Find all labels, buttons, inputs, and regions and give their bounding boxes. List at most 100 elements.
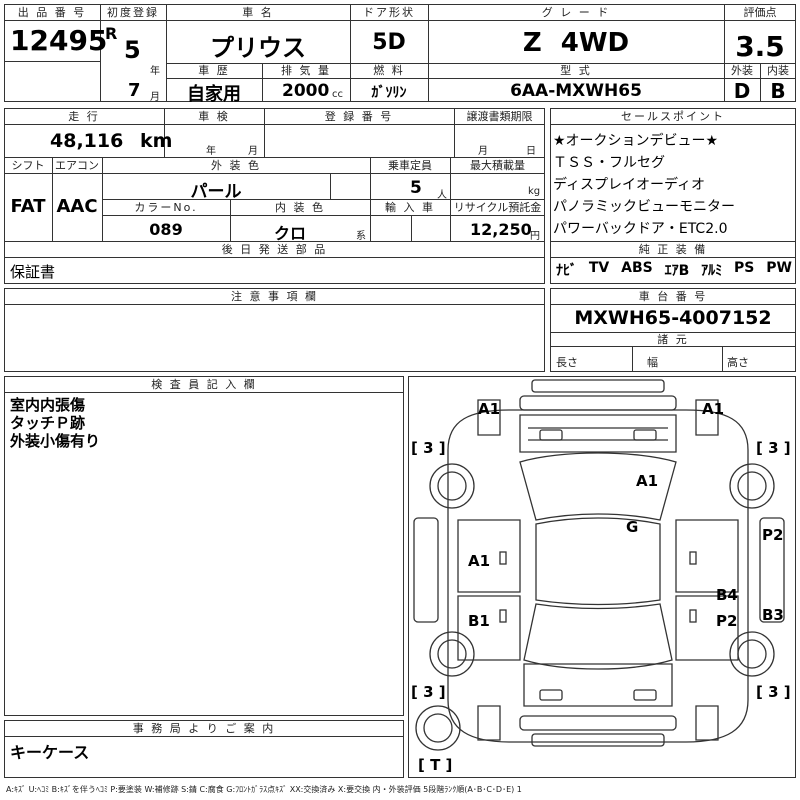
damage-mark: A1: [702, 400, 725, 418]
car-name: プリウス: [210, 34, 306, 62]
sales-points-label: セールスポイント: [621, 110, 725, 123]
interior-grade: B: [770, 79, 786, 103]
doors-label: ドア形状: [363, 6, 415, 19]
height-label: 高さ: [727, 356, 749, 369]
notes-block: [4, 288, 545, 372]
grade: Z 4WD: [522, 28, 630, 58]
history: 自家用: [187, 84, 241, 105]
registration-month: 7: [128, 80, 141, 101]
inspection-label: 車 検: [198, 110, 230, 123]
color-no-label: カラーNo.: [134, 201, 198, 214]
ac: AAC: [56, 196, 98, 217]
equipment-item: ｴｱB: [664, 263, 690, 279]
notes-label: 注 意 事 項 欄: [231, 290, 318, 303]
load-unit: kg: [528, 186, 541, 197]
exterior-color-label: 外 装 色: [211, 159, 261, 172]
interior-color-label: 内 装 色: [275, 201, 325, 214]
fuel: ｶﾞｿﾘﾝ: [371, 85, 407, 101]
import-label: 輸 入 車: [385, 201, 435, 214]
cc-unit: cc: [332, 89, 343, 100]
recycle-fee: 12,250: [470, 220, 532, 239]
plate-label: 登 録 番 号: [324, 110, 394, 123]
damage-mark: B1: [468, 612, 490, 630]
damage-diagram: [408, 376, 796, 778]
sales-point: ディスプレイオーディオ: [553, 177, 706, 193]
later-parts-item: 保証書: [10, 263, 56, 281]
seats-label: 乗車定員: [388, 159, 432, 172]
damage-mark: A1: [478, 400, 501, 418]
month-unit: 月: [150, 92, 160, 103]
displacement: 2000: [282, 81, 330, 101]
office-text: キーケース: [10, 743, 90, 762]
exterior-color: パール: [190, 182, 242, 202]
damage-mark: P2: [716, 612, 738, 630]
max-load-label: 最大積載量: [470, 159, 525, 172]
interior-color: クロ: [273, 224, 306, 243]
tire-bracket: [ 3 ]: [411, 683, 446, 701]
tire-bracket: [ T ]: [418, 756, 453, 774]
transfer-day-unit: 日: [526, 146, 536, 157]
first-registration-label: 初度登録: [107, 6, 159, 19]
damage-mark: A1: [468, 552, 491, 570]
ac-label: エアコン: [55, 159, 99, 172]
equipment-item: ﾅﾋﾞ: [556, 263, 577, 279]
era: R: [105, 24, 118, 43]
equipment-item: TV: [588, 260, 610, 276]
doors: 5D: [372, 30, 406, 55]
legend: A:ｷｽﾞ U:ﾍｺﾐ B:ｷｽﾞを伴うﾍｺﾐ P:要塗装 W:補修跡 S:錆 …: [6, 785, 522, 794]
damage-mark: B3: [762, 606, 784, 624]
seats-unit: 人: [437, 190, 447, 201]
inspection-year-unit: 年: [206, 146, 216, 157]
equipment-item: PW: [766, 260, 792, 276]
grade-label: グ レ ー ド: [541, 6, 611, 19]
chassis-label: 車 台 番 号: [638, 290, 708, 303]
score: 3.5: [735, 30, 785, 63]
inspector-note: 外装小傷有り: [10, 432, 101, 450]
year-unit: 年: [150, 66, 160, 77]
damage-mark: P2: [762, 526, 784, 544]
color-no: 089: [149, 220, 183, 239]
sales-point: ★オークションデビュー★: [553, 133, 719, 149]
spec-label: 諸 元: [657, 333, 689, 346]
car-name-label: 車 名: [242, 6, 274, 19]
transfer-month-unit: 月: [478, 146, 488, 157]
interior-color-suffix: 系: [356, 231, 366, 242]
seats: 5: [410, 178, 422, 198]
interior-label: 内装: [767, 64, 789, 77]
damage-mark: B4: [716, 586, 738, 604]
history-label: 車 歴: [198, 64, 230, 77]
office-block: [4, 720, 404, 778]
score-label: 評価点: [743, 6, 777, 19]
damage-mark: G: [626, 518, 639, 536]
equipment-list: ﾅﾋﾞ TV ABS ｴｱB ｱﾙﾐ PS PW: [556, 260, 792, 280]
tire-bracket: [ 3 ]: [411, 439, 446, 457]
fuel-label: 燃 料: [373, 64, 405, 77]
lot-number: 12495: [10, 24, 108, 57]
width-label: 幅: [647, 356, 658, 369]
shift-label: シフト: [11, 159, 45, 172]
inspector-block: [4, 376, 404, 716]
mileage-label: 走 行: [68, 110, 100, 123]
length-label: 長さ: [556, 356, 578, 369]
recycle-label: リサイクル預託金: [453, 201, 542, 214]
model: 6AA-MXWH65: [510, 81, 642, 101]
transfer-deadline-label: 譲渡書類期限: [466, 110, 533, 123]
chassis-number: MXWH65-4007152: [574, 307, 772, 329]
inspection-month-unit: 月: [248, 146, 258, 157]
sales-point: ＴＳＳ・フルセグ: [553, 155, 665, 171]
inspector-note: 室内内張傷: [10, 396, 86, 414]
registration-year: 5: [124, 36, 141, 64]
later-parts-label: 後 日 発 送 部 品: [221, 243, 328, 256]
sales-point: パノラミックビューモニター: [553, 199, 735, 215]
shift: FAT: [10, 196, 46, 217]
equipment-label: 純 正 装 備: [638, 243, 708, 256]
exterior-label: 外装: [731, 64, 753, 77]
lot-number-label: 出 品 番 号: [17, 6, 87, 19]
equipment-item: PS: [734, 260, 755, 276]
tire-bracket: [ 3 ]: [756, 683, 791, 701]
mileage-unit: km: [140, 130, 173, 152]
model-label: 型 式: [560, 64, 592, 77]
chassis-block: [550, 288, 796, 372]
inspector-note: タッチＰ跡: [10, 414, 86, 432]
sales-points-block: [550, 108, 796, 284]
